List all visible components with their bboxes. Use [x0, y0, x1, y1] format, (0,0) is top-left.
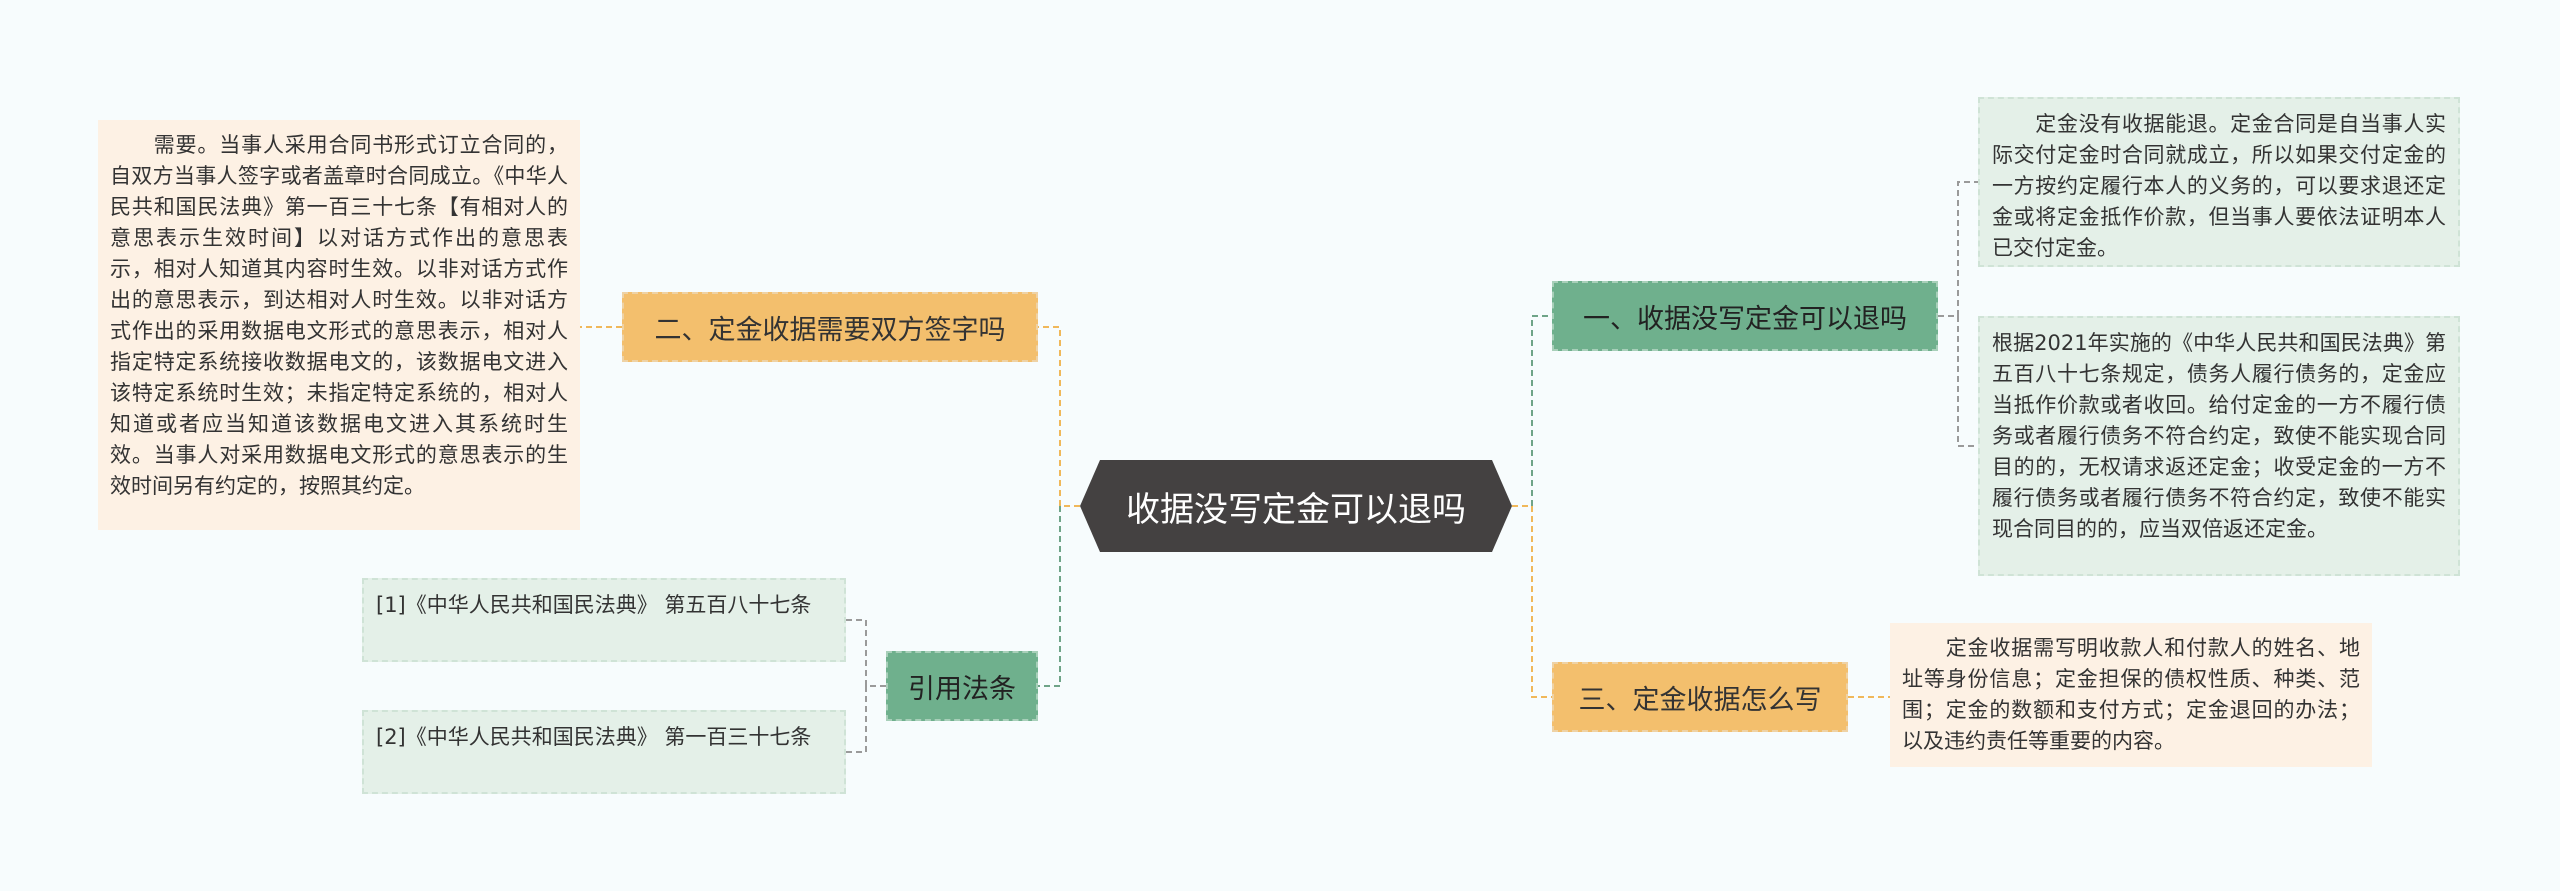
central-topic[interactable]: 收据没写定金可以退吗 — [1080, 460, 1512, 552]
link-central-left-green — [1038, 506, 1061, 687]
branch-label: 二、定金收据需要双方签字吗 — [654, 314, 1006, 346]
branch-label: 三、定金收据怎么写 — [1578, 684, 1822, 716]
branch-label: 引用法条 — [908, 673, 1016, 705]
link-branch1-leaves — [1938, 181, 1978, 447]
branch-how-to-write-receipt[interactable]: 三、定金收据怎么写 — [1552, 662, 1848, 732]
leaf-signature-answer: 需要。当事人采用合同书形式订立合同的，自双方当事人签字或者盖章时合同成立。《中华… — [98, 120, 580, 530]
branch-cited-laws[interactable]: 引用法条 — [886, 651, 1038, 721]
link-central-left — [1038, 326, 1080, 507]
link-central-right-green — [1531, 315, 1552, 506]
leaf-text: [1]《中华人民共和国民法典》 第五百八十七条 — [376, 593, 812, 617]
leaf-citation-2[interactable]: [2]《中华人民共和国民法典》 第一百三十七条 — [362, 710, 846, 794]
leaf-receipt-contents: 定金收据需写明收款人和付款人的姓名、地址等身份信息；定金担保的债权性质、种类、范… — [1890, 623, 2372, 767]
leaf-no-receipt-refund: 定金没有收据能退。定金合同是自当事人实际交付定金时合同就成立，所以如果交付定金的… — [1978, 97, 2460, 267]
leaf-text: 需要。当事人采用合同书形式订立合同的，自双方当事人签字或者盖章时合同成立。《中华… — [110, 133, 568, 498]
leaf-text: [2]《中华人民共和国民法典》 第一百三十七条 — [376, 725, 812, 749]
branch-receipt-no-deposit[interactable]: 一、收据没写定金可以退吗 — [1552, 281, 1938, 351]
leaf-civil-code-587: 根据2021年实施的《中华人民共和国民法典》第五百八十七条规定，债务人履行债务的… — [1978, 316, 2460, 576]
link-cite-leaves — [846, 619, 886, 753]
branch-need-both-signatures[interactable]: 二、定金收据需要双方签字吗 — [622, 292, 1038, 362]
branch-label: 一、收据没写定金可以退吗 — [1583, 303, 1907, 335]
leaf-citation-1[interactable]: [1]《中华人民共和国民法典》 第五百八十七条 — [362, 578, 846, 662]
leaf-text: 定金没有收据能退。定金合同是自当事人实际交付定金时合同就成立，所以如果交付定金的… — [1992, 112, 2446, 260]
leaf-text: 根据2021年实施的《中华人民共和国民法典》第五百八十七条规定，债务人履行债务的… — [1992, 331, 2446, 541]
central-topic-label: 收据没写定金可以退吗 — [1126, 489, 1466, 530]
leaf-text: 定金收据需写明收款人和付款人的姓名、地址等身份信息；定金担保的债权性质、种类、范… — [1902, 636, 2360, 753]
